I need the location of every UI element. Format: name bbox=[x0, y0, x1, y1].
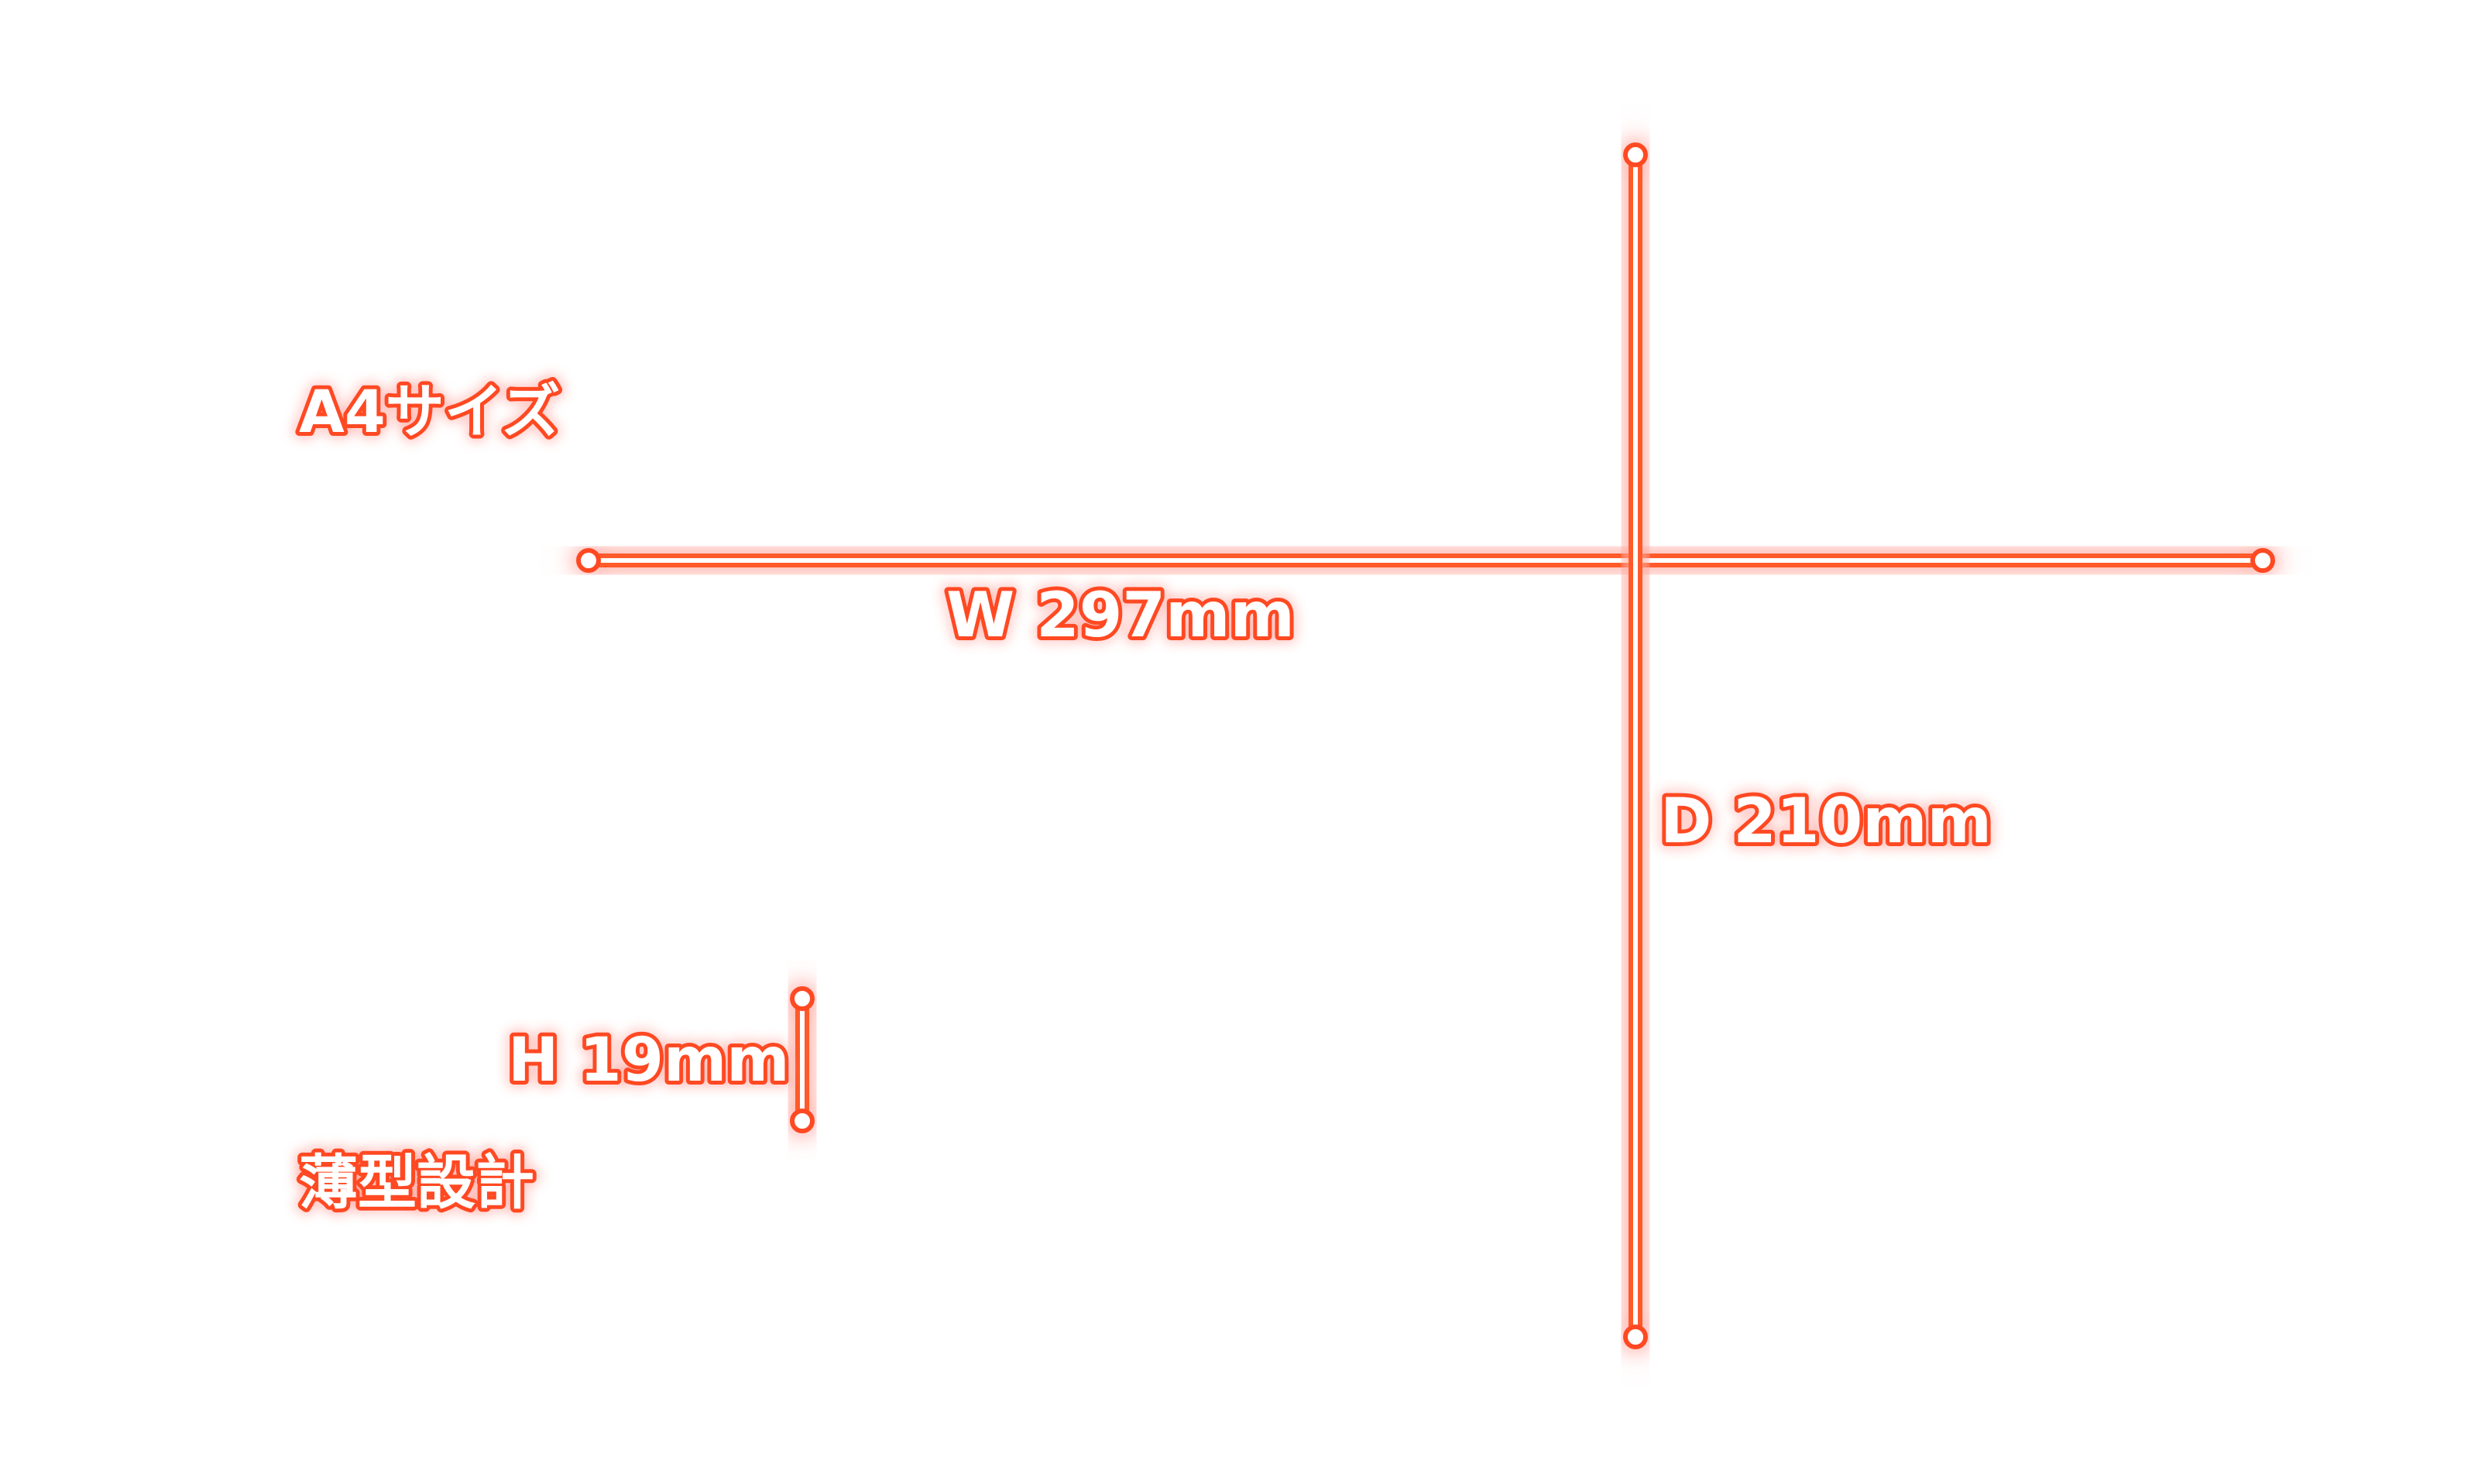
height-label: H 19mm bbox=[508, 1026, 790, 1095]
depth-dimension-line bbox=[1623, 142, 1648, 1349]
height-top-endpoint bbox=[790, 986, 815, 1011]
thin-design-label: 薄型設計 bbox=[299, 1148, 534, 1217]
depth-bottom-endpoint bbox=[1623, 1325, 1648, 1349]
width-end-endpoint bbox=[2250, 548, 2275, 573]
depth-label: D 210mm bbox=[1660, 785, 1992, 857]
size-label: A4サイズ bbox=[299, 377, 560, 446]
width-start-endpoint bbox=[576, 548, 601, 573]
width-dimension-line bbox=[576, 548, 2275, 573]
depth-top-endpoint bbox=[1623, 142, 1648, 167]
width-label: W 297mm bbox=[946, 579, 1295, 651]
height-dimension-line bbox=[790, 986, 815, 1133]
height-bottom-endpoint bbox=[790, 1109, 815, 1133]
